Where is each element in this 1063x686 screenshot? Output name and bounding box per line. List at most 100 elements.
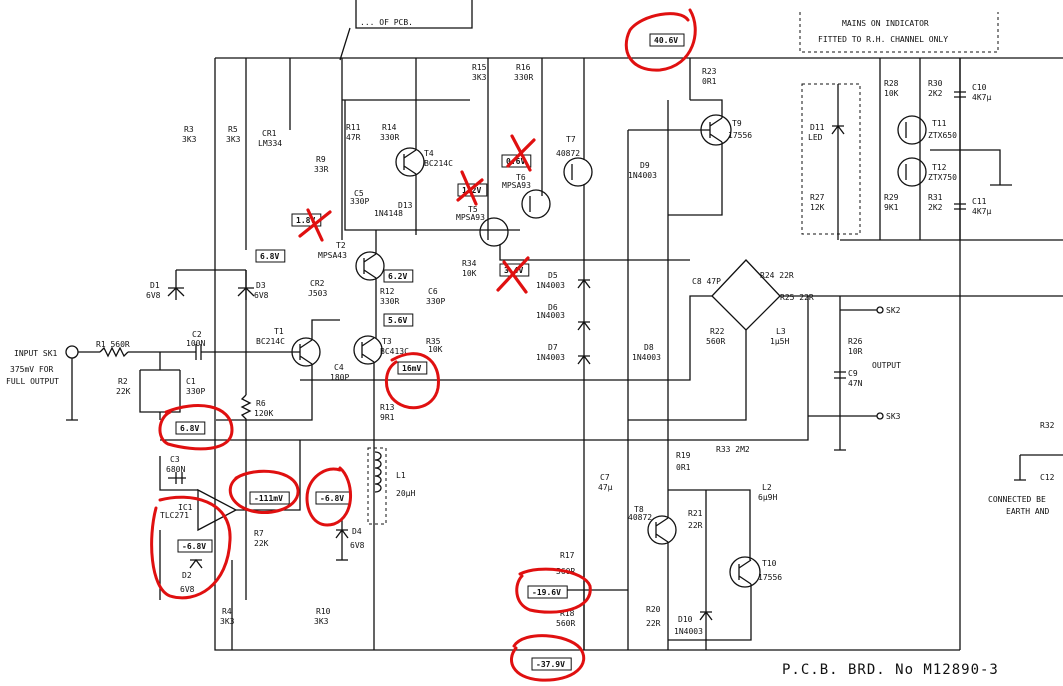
- label-r3: R3: [184, 125, 194, 134]
- voltage-ic-ref: 6.8V: [180, 424, 199, 433]
- voltage-box-ic-out: [249, 491, 290, 505]
- output-label: OUTPUT: [872, 361, 901, 370]
- label-r32: R32: [1040, 421, 1055, 430]
- voltage-box-rail-pos: [649, 33, 685, 47]
- input-label-1: INPUT SK1: [14, 349, 58, 358]
- label-t9v: 17556: [728, 131, 752, 140]
- label-d13v: 1N4148: [374, 209, 403, 218]
- label-r28: R28: [884, 79, 899, 88]
- circle-d4: [305, 466, 353, 527]
- label-d6v: 1N4003: [536, 311, 565, 320]
- label-d3: D3: [256, 281, 266, 290]
- label-r19: R19: [676, 451, 691, 460]
- label-l1v: 20µH: [396, 489, 415, 498]
- label-t8v: 40872: [628, 513, 652, 522]
- label-t12v: ZTX750: [928, 173, 957, 182]
- label-r31: R31: [928, 193, 943, 202]
- label-d1v: 6V8: [146, 291, 161, 300]
- connected-note-1: CONNECTED BE: [988, 495, 1046, 504]
- circle-ic-out: [228, 469, 300, 514]
- header-note-text: ... OF PCB.: [360, 18, 413, 27]
- label-r29: R29: [884, 193, 899, 202]
- label-r29v: 9K1: [884, 203, 899, 212]
- label-r35: R35: [426, 337, 441, 346]
- label-cr1v: LM334: [258, 139, 282, 148]
- label-r27: R27: [810, 193, 825, 202]
- label-t6: T6: [516, 173, 526, 182]
- label-d11: D11: [810, 123, 825, 132]
- cross-t5-base: [456, 170, 484, 206]
- label-c4v: 180P: [330, 373, 349, 382]
- label-r9: R9: [316, 155, 326, 164]
- label-c3: C3: [170, 455, 180, 464]
- label-r21: R21: [688, 509, 703, 518]
- voltage-box-t3-node: [383, 313, 414, 327]
- label-t6v: MPSA93: [502, 181, 531, 190]
- header-note: ... OF PCB.: [339, 0, 473, 61]
- label-d5: D5: [548, 271, 558, 280]
- label-cr2v: J503: [308, 289, 327, 298]
- label-r9v: 33R: [314, 165, 329, 174]
- voltage-output-dc: 16mV: [402, 364, 421, 373]
- label-r7v: 22K: [254, 539, 269, 548]
- label-r11v: 47R: [346, 133, 361, 142]
- label-r5v: 3K3: [226, 135, 241, 144]
- voltage-ic-out: -111mV: [254, 494, 283, 503]
- label-t2: T2: [336, 241, 346, 250]
- input-label-3: FULL OUTPUT: [6, 377, 59, 386]
- label-d8: D8: [644, 343, 654, 352]
- label-r4: R4: [222, 607, 232, 616]
- label-r30v: 2K2: [928, 89, 943, 98]
- label-r28v: 10K: [884, 89, 899, 98]
- label-r14v: 330R: [380, 133, 399, 142]
- label-r27v: 12K: [810, 203, 825, 212]
- label-l3: L3: [776, 327, 786, 336]
- voltage-t2-base: 1.8V: [296, 216, 315, 225]
- label-r4v: 3K3: [220, 617, 235, 626]
- label-r20v: 22R: [646, 619, 661, 628]
- label-c3v: 680N: [166, 465, 185, 474]
- input-label-2: 375mV FOR: [10, 365, 54, 374]
- label-d2v: 6V8: [180, 585, 195, 594]
- label-r25: R25 22R: [780, 293, 814, 302]
- label-c1v: 330P: [186, 387, 205, 396]
- label-c8: C8 47P: [692, 277, 721, 286]
- label-t1: T1: [274, 327, 284, 336]
- label-l2: L2: [762, 483, 772, 492]
- label-r12: R12: [380, 287, 395, 296]
- label-r3v: 3K3: [182, 135, 197, 144]
- voltage-rail-neg: -37.9V: [536, 660, 565, 669]
- label-r35v: 10K: [428, 345, 443, 354]
- label-c7: C7: [600, 473, 610, 482]
- voltage-d4-node: -6.8V: [320, 494, 344, 503]
- label-t11v: ZTX650: [928, 131, 957, 140]
- label-r12v: 330R: [380, 297, 399, 306]
- circle-t8-node: [515, 567, 592, 614]
- circle-d2: [150, 495, 232, 600]
- label-r18v: 560R: [556, 619, 575, 628]
- voltage-zener-68: 6.8V: [260, 252, 279, 261]
- label-r13: R13: [380, 403, 395, 412]
- label-d3v: 6V8: [254, 291, 269, 300]
- label-c5v: 330P: [350, 197, 369, 206]
- label-c2v: 100N: [186, 339, 205, 348]
- label-d7: D7: [548, 343, 558, 352]
- label-d2: D2: [182, 571, 192, 580]
- circle-rail-pos: [624, 8, 697, 72]
- label-c11v: 4K7µ: [972, 207, 991, 216]
- label-c12: C12: [1040, 473, 1055, 482]
- label-r20: R20: [646, 605, 661, 614]
- label-t3: T3: [382, 337, 392, 346]
- label-r6: R6: [256, 399, 266, 408]
- label-t10v: 17556: [758, 573, 782, 582]
- label-t2v: MPSA43: [318, 251, 347, 260]
- label-d9: D9: [640, 161, 650, 170]
- label-r33: R33 2M2: [716, 445, 750, 454]
- label-r10v: 3K3: [314, 617, 329, 626]
- label-r26v: 10R: [848, 347, 863, 356]
- label-r13v: 9R1: [380, 413, 395, 422]
- label-c2: C2: [192, 330, 202, 339]
- label-r18: R18: [560, 609, 575, 618]
- voltage-box-rail-neg: [531, 657, 572, 671]
